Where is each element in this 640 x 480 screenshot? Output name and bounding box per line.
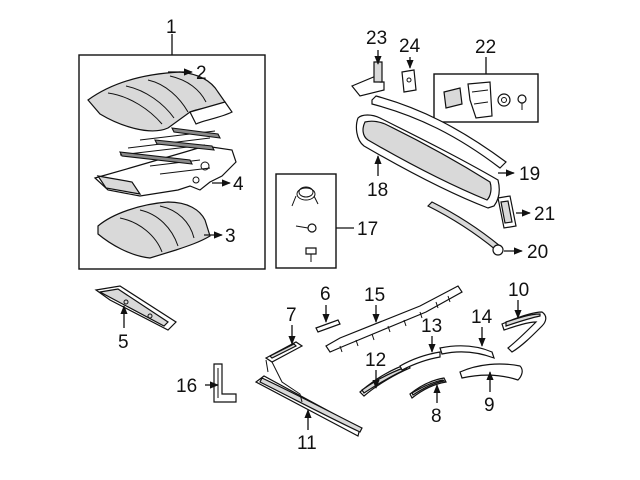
callout-1: 1 [166, 17, 177, 38]
callout-17: 17 [357, 219, 378, 240]
callout-4: 4 [233, 174, 244, 195]
part-20-strip [426, 201, 504, 256]
callout-15: 15 [364, 285, 385, 306]
part-19-weatherstrip [371, 95, 507, 169]
callout-19: 19 [519, 164, 540, 185]
callout-11: 11 [297, 433, 317, 454]
part-10-seal [501, 311, 547, 353]
callout-12: 12 [365, 350, 386, 371]
callout-22: 22 [475, 37, 496, 58]
callout-20: 20 [527, 242, 548, 263]
callout-10: 10 [508, 280, 529, 301]
callout-2: 2 [196, 63, 207, 84]
callout-7: 7 [286, 305, 297, 326]
assembly-box-17 [275, 173, 337, 269]
part-9-seal [459, 363, 523, 381]
part-15-rail [325, 285, 463, 353]
part-18-panel [355, 114, 500, 209]
part-22-fasteners [443, 81, 527, 119]
callout-5: 5 [118, 332, 129, 353]
callout-3: 3 [225, 226, 236, 247]
part-23-bracket [351, 61, 385, 97]
part-13-seal [399, 351, 441, 371]
part-4-frame [93, 127, 237, 197]
callout-23: 23 [366, 28, 387, 49]
callout-9: 9 [484, 395, 495, 416]
part-11-seal [254, 359, 363, 437]
part-16-bracket [213, 363, 237, 403]
part-3-headliner [97, 201, 211, 259]
part-2-top-cover [87, 71, 233, 132]
part-14-seal [439, 345, 495, 360]
part-17-hardware [291, 186, 319, 262]
callout-14: 14 [471, 307, 493, 328]
callout-24: 24 [399, 36, 421, 57]
part-21-latch [497, 195, 517, 229]
part-5-rail [94, 285, 177, 331]
callout-8: 8 [431, 406, 442, 427]
part-6-strip [315, 319, 341, 333]
callout-13: 13 [421, 316, 442, 337]
callout-6: 6 [320, 284, 331, 305]
part-8-seal [409, 377, 447, 399]
callout-16: 16 [176, 376, 197, 397]
part-7-seal [264, 341, 304, 363]
part-24-clip [401, 69, 417, 93]
callout-18: 18 [367, 180, 388, 201]
callout-21: 21 [534, 204, 555, 225]
